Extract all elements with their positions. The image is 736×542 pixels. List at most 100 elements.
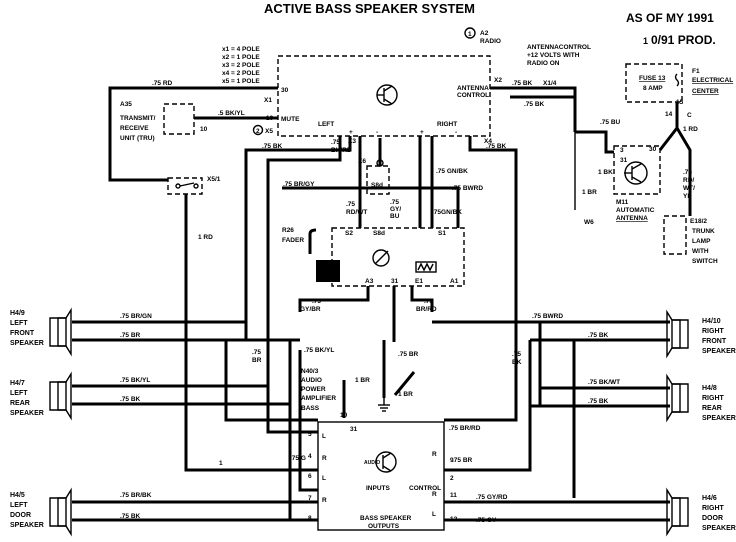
speaker-left-rear-id: H4/7 bbox=[10, 380, 25, 387]
speaker-left-door-name-2: DOOR bbox=[10, 512, 31, 519]
wire-gy-br-1: .75 bbox=[312, 298, 321, 305]
wire-bk-yl: .75 BK/YL bbox=[120, 377, 150, 384]
tru-name-2: RECEIVE bbox=[120, 125, 149, 132]
radio-antenna-control-2: CONTROL bbox=[457, 92, 489, 99]
trunk-lamp-name-4: SWITCH bbox=[692, 258, 718, 265]
amp-right-pin-2: 2 bbox=[450, 475, 454, 482]
amp-name-2: POWER bbox=[301, 386, 326, 393]
fuse-name-1: ELECTRICAL bbox=[692, 77, 733, 84]
amp-left-pin-1: 1 bbox=[219, 460, 223, 467]
antenna-pin-3: 3 bbox=[620, 147, 624, 154]
antenna-pin-c: C bbox=[687, 112, 692, 119]
wire-rd-top: .75 RD bbox=[152, 80, 173, 87]
fader-pin-s8d: S8d bbox=[373, 230, 385, 237]
amp-right-pin-11: 11 bbox=[450, 492, 457, 499]
fader-resistor-icon bbox=[417, 262, 434, 272]
fader-lever-icon bbox=[308, 228, 317, 254]
fader-potentiometer-icon bbox=[372, 249, 390, 267]
amp-left-letter-1: L bbox=[322, 433, 326, 440]
production-label: 0/91 PROD. bbox=[651, 33, 716, 47]
antenna-name-1: AUTOMATIC bbox=[616, 207, 655, 214]
amp-right-letter-2: R bbox=[432, 491, 437, 498]
radio-antenna-control-1: ANTENNA bbox=[457, 85, 489, 92]
antenna-motor-icon bbox=[624, 161, 648, 185]
amp-left-pin-6: 6 bbox=[308, 473, 312, 480]
speaker-left-front: H4/9 LEFT FRONT SPEAKER bbox=[10, 307, 72, 357]
radio-id: A2 bbox=[480, 30, 489, 37]
trunk-lamp-name-2: LAMP bbox=[692, 238, 711, 245]
speaker-right-door-id: H4/6 bbox=[702, 495, 717, 502]
speaker-left-door: H4/5 LEFT DOOR SPEAKER bbox=[10, 487, 72, 537]
amp-pin-31: 31 bbox=[350, 426, 358, 433]
trunk-lamp-name-3: WITH bbox=[692, 248, 709, 255]
speaker-left-front-id: H4/9 bbox=[10, 310, 25, 317]
radio-right-label: RIGHT bbox=[437, 121, 457, 128]
wire-br-bk: .75 BR/BK bbox=[120, 492, 152, 499]
callout-circle-1 bbox=[464, 27, 476, 39]
wire-bk-yl-tru: .5 BK/YL bbox=[218, 110, 245, 117]
trunk-lamp-id: E18/2 bbox=[690, 218, 707, 225]
wire-bk-mid-1: .75 bbox=[512, 351, 521, 358]
antenna-pin-30: 30 bbox=[649, 146, 657, 153]
fuse-name-2: CENTER bbox=[692, 88, 719, 95]
radio-connector-x4: X4 bbox=[484, 138, 492, 145]
trunk-lamp-switch: E18/2 TRUNK LAMP WITH SWITCH bbox=[663, 215, 718, 265]
fuse-element-icon bbox=[674, 73, 680, 87]
fader-pin-s1: S1 bbox=[438, 230, 446, 237]
radio-pin-minus-r: - bbox=[455, 129, 457, 136]
fader-id: R26 bbox=[282, 227, 294, 234]
fuse-id: F1 bbox=[692, 68, 700, 75]
wire-bk-yl-amp: .75 BK/YL bbox=[304, 347, 334, 354]
speaker-left-door-id: H4/5 bbox=[10, 492, 25, 499]
wire-br-rd-amp: .75 BR/RD bbox=[449, 425, 481, 432]
wire-gy-bu-3: BU bbox=[390, 213, 400, 220]
antenna-note-1: ANTENNACONTROL bbox=[527, 44, 591, 51]
wire-bk-1-left: 1 BK bbox=[598, 169, 613, 176]
wire-br-amp: .75 BR bbox=[452, 457, 473, 464]
radio-connector-x5: X5 bbox=[265, 128, 273, 135]
wire-bk-mid-2: BK bbox=[512, 359, 522, 366]
radio-pin-minus: - bbox=[376, 129, 378, 136]
wire-br-rd-c-1: .75 bbox=[424, 298, 433, 305]
wire-br-mid-2: BR bbox=[252, 357, 262, 364]
radio-pin-plus-r: + bbox=[420, 129, 424, 136]
fader-pin-a1: A1 bbox=[450, 278, 459, 285]
wire-rd-1-x5: 1 RD bbox=[198, 234, 213, 241]
wire-br-1a: .75 BR bbox=[120, 332, 141, 339]
wire-br-rd-c-2: BR/RD bbox=[416, 306, 437, 313]
amp-right-pin-9: 9 bbox=[450, 457, 454, 464]
antenna-pin-14: 14 bbox=[665, 111, 673, 118]
antenna-pin-15: 15 bbox=[676, 99, 684, 106]
wire-br-1-amp: 1 BR bbox=[355, 377, 370, 384]
speaker-right-door-name-2: DOOR bbox=[702, 515, 723, 522]
antenna-id: M11 bbox=[616, 199, 629, 206]
bass-amplifier: N40/3 AUDIO POWER AMPLIFIER BASS 10 31 A… bbox=[219, 368, 458, 531]
radio-connector-x2: X2 bbox=[494, 77, 502, 84]
amp-left-letter-4: R bbox=[322, 497, 327, 504]
amp-left-pin-5: 5 bbox=[308, 431, 312, 438]
amp-audio-transistor-icon bbox=[375, 451, 397, 473]
radio-module: 1 A2 RADIO 30 X1 10 MUTE 2 X5 LEFT RIGHT… bbox=[252, 27, 502, 145]
wire-harness bbox=[72, 86, 692, 522]
connector-x5-1-label: X5/1 bbox=[207, 176, 221, 183]
connector-x6-pin: S8d bbox=[371, 182, 383, 189]
wire-labels: .75 RD .5 BK/YL .75 BK .75 BK .75 BU 1 R… bbox=[120, 80, 698, 524]
speaker-left-rear-name-2: REAR bbox=[10, 400, 30, 407]
wire-br-75-amp: .75 BR bbox=[398, 351, 419, 358]
wire-br-gn: .75 BR/GN bbox=[120, 313, 152, 320]
model-year-label: AS OF MY 1991 bbox=[626, 11, 714, 25]
production-prefix: 1 bbox=[643, 36, 648, 46]
wire-gn-bk-a: .75 GN/BK bbox=[436, 168, 468, 175]
pole-line-5: x5 = 1 POLE bbox=[222, 78, 260, 85]
tru-id: A35 bbox=[120, 101, 132, 108]
connector-x5-1: X5/1 bbox=[167, 176, 221, 195]
amp-name-4: BASS bbox=[301, 405, 320, 412]
radio-connector-x1: X1 bbox=[264, 97, 272, 104]
callout-circle-2 bbox=[252, 124, 264, 136]
speaker-left-front-name-1: LEFT bbox=[10, 320, 28, 327]
amp-right-letter-1: R bbox=[432, 451, 437, 458]
speaker-right-front-name-1: RIGHT bbox=[702, 328, 725, 335]
wire-bk-a: .75 BK bbox=[262, 143, 283, 150]
speaker-left-rear-name-1: LEFT bbox=[10, 390, 28, 397]
